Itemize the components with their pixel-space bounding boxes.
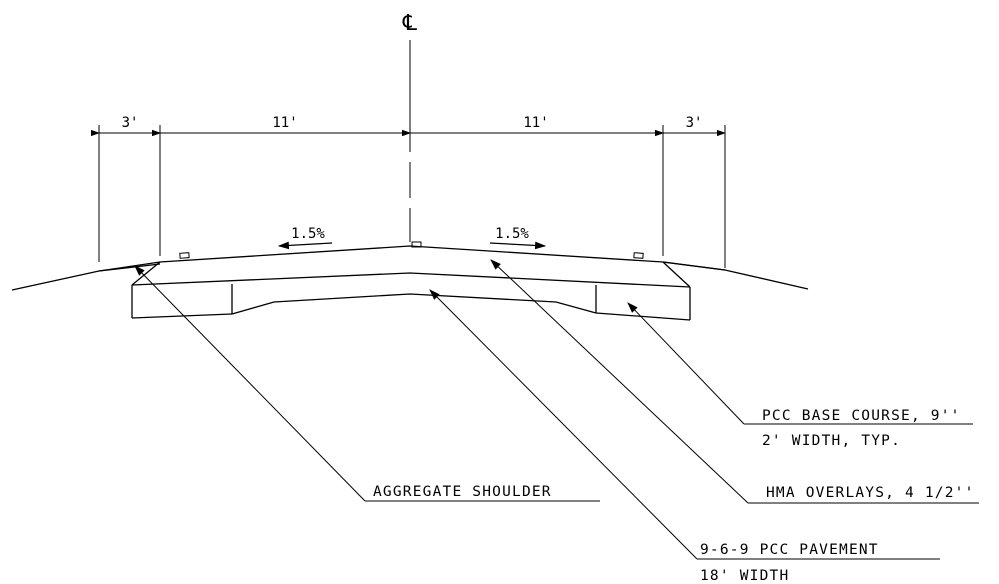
left-shoulder-surface xyxy=(98,261,161,272)
pcc-base-right-bottom xyxy=(595,312,691,321)
centerline-symbol: ℄ xyxy=(402,11,418,36)
surface-marker-right xyxy=(633,252,644,259)
pcc-base-left-bottom xyxy=(131,313,233,319)
surface-marker-left xyxy=(179,252,190,259)
hma-overlay-edge-left xyxy=(131,261,161,286)
ground-line xyxy=(11,263,161,291)
leader-shoulder xyxy=(134,265,366,502)
callout-pcc-pavement-width: 18' WIDTH xyxy=(700,568,789,584)
dimension-right-lane: 11' xyxy=(523,115,548,131)
callout-aggregate-shoulder: AGGREGATE SHOULDER xyxy=(373,484,552,500)
leader-hma xyxy=(490,259,749,504)
dimension-right-shoulder: 3' xyxy=(686,115,703,131)
callout-pcc-pavement-title: 9-6-9 PCC PAVEMENT xyxy=(700,542,879,558)
ground-line-right xyxy=(662,261,809,290)
callout-hma-overlays: HMA OVERLAYS, 4 1/2'' xyxy=(766,485,975,501)
leader-base-course xyxy=(627,302,745,425)
slope-left-label: 1.5% xyxy=(291,226,325,242)
dimension-left-shoulder: 3' xyxy=(122,115,139,131)
leader-pavement xyxy=(429,289,698,560)
hma-overlay-edge-right xyxy=(662,261,691,288)
callout-base-course-title: PCC BASE COURSE, 9'' xyxy=(762,408,961,424)
hma-overlay-surface xyxy=(159,245,664,263)
slope-left-arrow xyxy=(277,241,333,250)
surface-marker-center xyxy=(411,241,422,248)
callout-base-course-width: 2' WIDTH, TYP. xyxy=(762,433,901,449)
pcc-pavement-bottom xyxy=(231,293,597,315)
right-shoulder-surface xyxy=(662,261,726,271)
dimension-left-lane: 11' xyxy=(272,115,297,131)
slope-right-arrow xyxy=(489,241,547,250)
hma-overlay-bottom xyxy=(131,272,691,288)
slope-right-label: 1.5% xyxy=(495,226,529,242)
